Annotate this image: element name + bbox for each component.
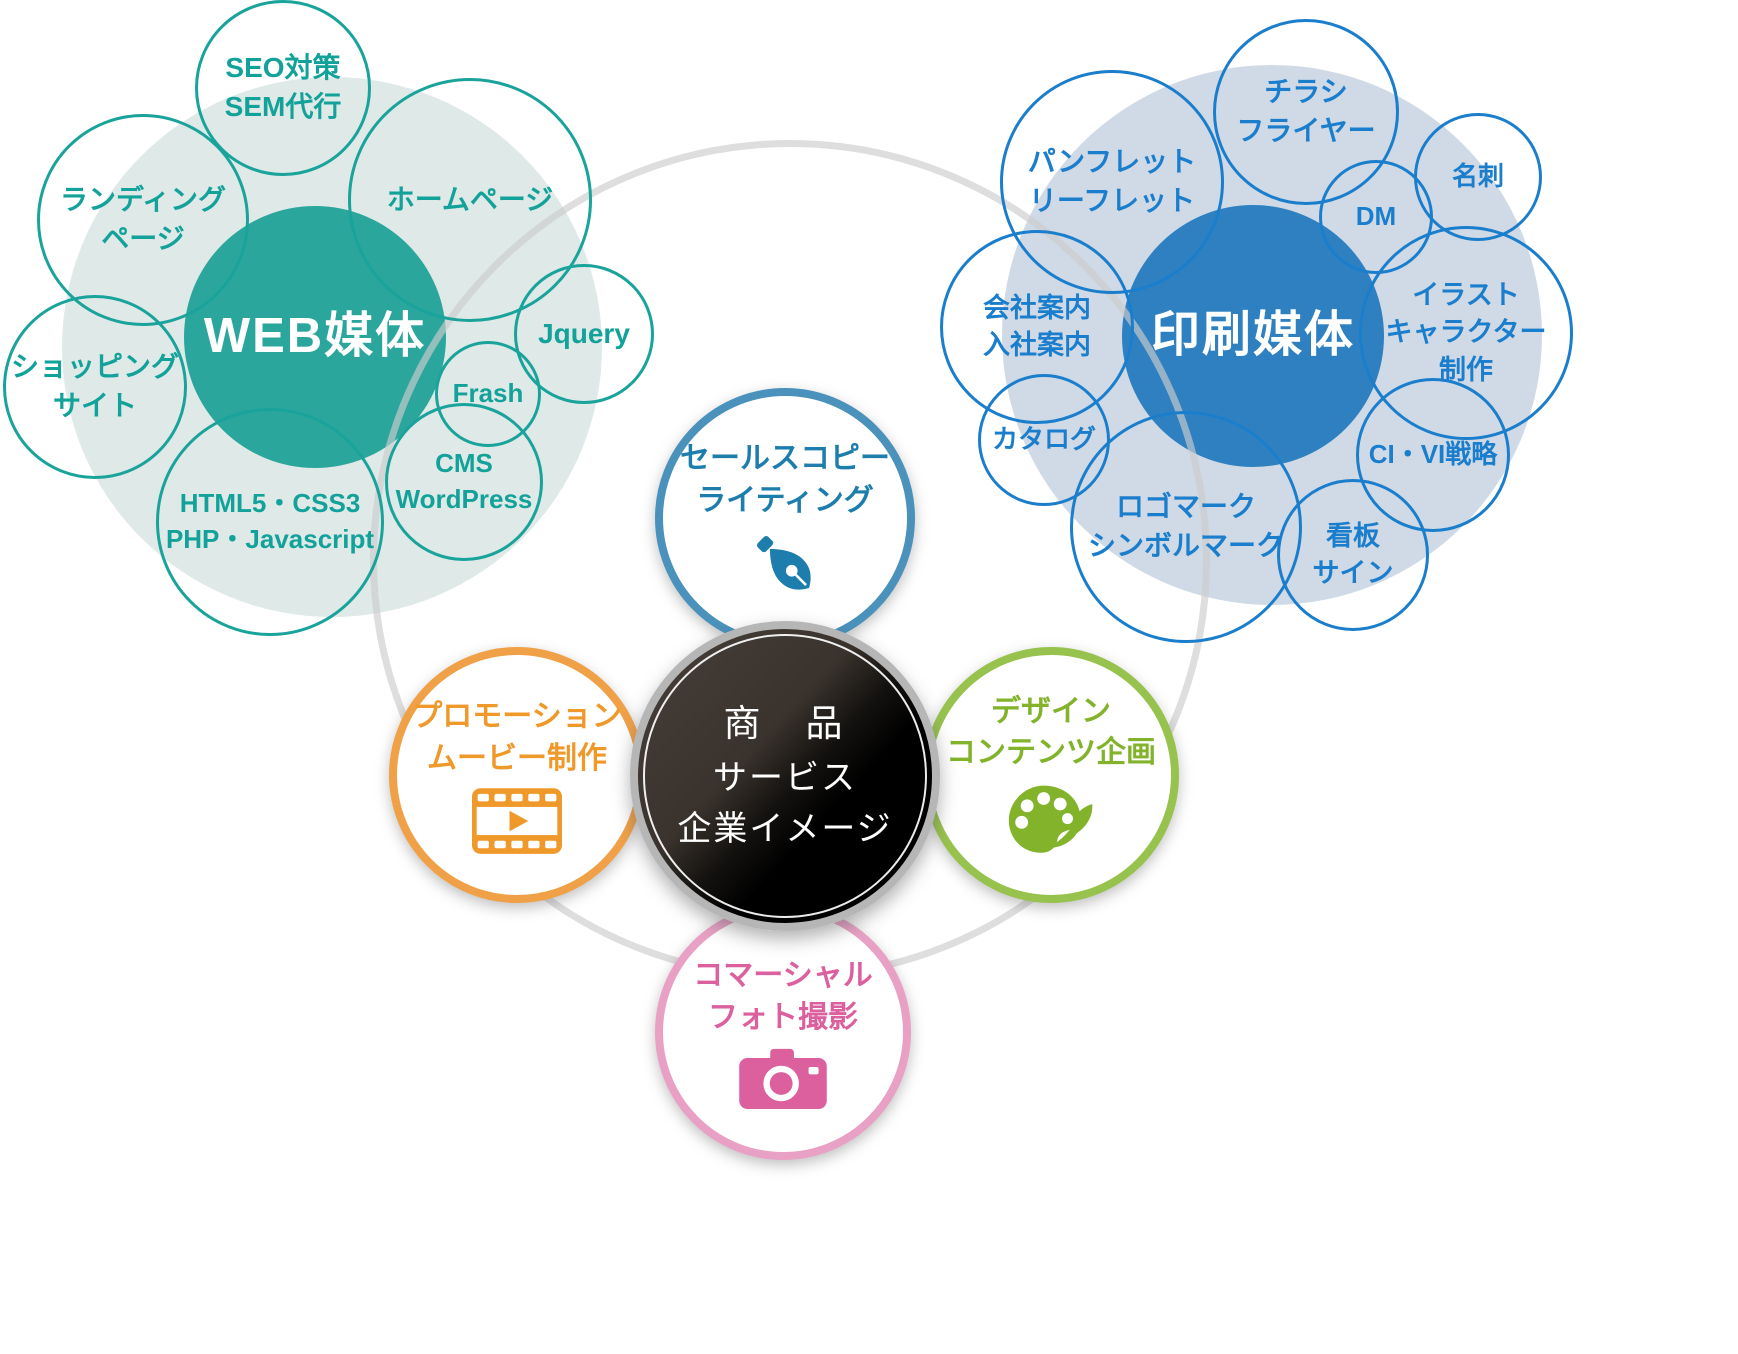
bubble-label: HTML5・CSS3 [179,488,361,519]
bubble-dm: DM [1319,160,1433,274]
bubble-label: フォト撮影 [708,1000,858,1034]
bubble-label: パンフレット [1027,146,1197,178]
core-label: 企業イメージ [677,810,893,848]
bubble-label: 名刺 [1451,161,1504,192]
bubble-label: CMS [435,448,493,479]
web-media-label: WEB媒体 [203,309,427,364]
bubble-label: 入社案内 [983,330,1091,360]
film-icon [472,788,562,854]
bubble-label: Jquery [538,317,630,349]
bubble-seo-sem: SEO対策 SEM代行 [195,0,371,176]
core-label: サービス [713,759,857,797]
bubble-label: チラシ [1264,76,1348,108]
bubble-label: サイト [52,390,137,421]
bubble-label: WordPress [395,484,533,514]
bubble-label: コンテンツ企画 [946,736,1156,769]
palette-icon [1008,786,1093,854]
bubble-label: 看板 [1326,520,1380,551]
bubble-ci-vi-strategy: CI・VI戦略 [1356,378,1510,532]
bubble-label: ページ [101,223,185,254]
bubble-commercial-photo: コマーシャル フォト撮影 [655,904,911,1160]
bubble-signboard: 看板 サイン [1277,479,1429,631]
pen-nib-icon [757,535,811,590]
bubble-label: ムービー制作 [427,741,607,775]
bubble-label: PHP・Javascript [165,524,375,554]
bubble-cms-wordpress: CMS WordPress [385,403,543,561]
bubble-label: SEO対策 [225,52,341,84]
bubble-label: 会社案内 [983,292,1091,323]
bubble-label: シンボルマーク [1087,530,1284,561]
bubble-label: DM [1355,201,1397,232]
bubble-design-content-planning: デザイン コンテンツ企画 [923,647,1179,903]
bubble-promotion-movie: プロモーション ムービー制作 [389,647,645,903]
bubble-homepage: ホームページ [348,78,592,322]
bubble-label: サイン [1312,558,1394,588]
bubble-label: フライヤー [1236,115,1376,146]
bubble-html-css-php-js: HTML5・CSS3 PHP・Javascript [156,408,384,636]
bubble-landing-page: ランディング ページ [37,114,249,326]
bubble-label: リーフレット [1028,185,1196,216]
bubble-core-product-service-image: 商 品 サービス 企業イメージ [630,621,940,931]
bubble-chirashi-flyer: チラシ フライヤー [1213,19,1399,205]
print-media-label: 印刷媒体 [1150,308,1355,363]
bubble-label: カタログ [991,424,1096,455]
bubble-label: イラスト [1412,280,1520,311]
core-label: 商 品 [723,704,847,746]
bubble-label: デザイン [991,694,1111,728]
camera-icon [739,1048,827,1109]
bubble-label: プロモーション [412,700,622,734]
bubble-business-card: 名刺 [1414,113,1542,241]
bubble-jquery: Jquery [514,264,654,404]
bubble-label: コマーシャル [693,959,873,993]
bubble-label: ロゴマーク [1115,491,1256,523]
bubble-label: SEM代行 [224,91,342,122]
bubble-label: ランディング [59,184,227,216]
bubble-logo-symbol-mark: ロゴマーク シンボルマーク [1070,411,1302,643]
bubble-label: CI・VI戦略 [1368,439,1498,470]
bubble-label: セールスコピー [680,442,890,476]
bubble-label: ホームページ [386,183,554,215]
bubble-sales-copywriting: セールスコピー ライティング [655,388,915,648]
bubble-label: ライティング [696,483,874,517]
bubble-label: ショッピング [10,351,179,383]
bubble-label: キャラクター [1385,317,1547,348]
bubble-pamphlet-leaflet: パンフレット リーフレット [1000,70,1224,294]
bubble-shopping-site: ショッピング サイト [3,295,187,479]
